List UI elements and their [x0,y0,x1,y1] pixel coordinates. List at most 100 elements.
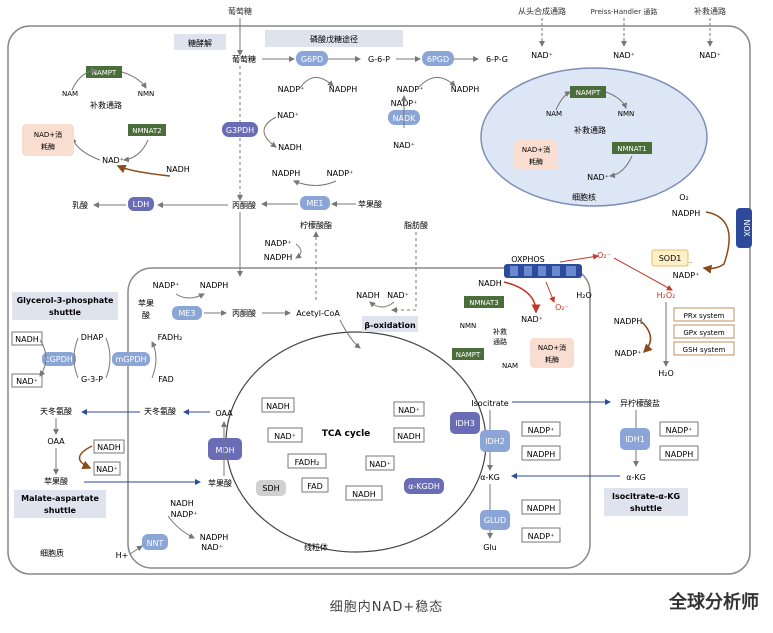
isocitrate-cyto: 异柠檬酸盐 [620,398,660,408]
g3pdh-label: G3PDH [226,126,254,135]
g6pd-label: G6PD [301,55,323,64]
nad-top-2: NAD⁺ [613,51,635,60]
gsh-box [673,341,735,356]
citrate-label: 柠檬酸酯 [300,220,332,230]
mgpdh-label: mGPDH [116,355,147,364]
salvage-top-label: 补救通路 [694,6,726,16]
mdh-nad-box [267,427,303,443]
me3-label: ME3 [178,309,195,318]
sod1-box [651,249,689,267]
icaka-shuttle-2: shuttle [630,504,663,513]
nmnat1-enzyme [612,142,652,154]
nnt-enzyme [142,534,168,550]
g3p-shuttle-box [12,292,118,320]
gsh-label: GSH system [683,346,726,354]
nad-consuming-nucleus-1: NAD+消 [522,145,550,154]
preiss-label: Preiss-Handler 通路 [591,7,658,16]
h-plus: H+ [116,551,129,560]
glucose-label: 葡萄糖 [232,54,256,64]
glycolysis-box [174,34,226,50]
nad-consuming-left-2: 耗酶 [41,142,55,151]
nnt-nadph: NADPH [200,533,228,542]
fadh3-text: FADH₂ [295,458,320,467]
akg-label: α-KG [480,473,500,482]
g3pdh-nadh: NADH [278,143,302,152]
mito-salvage-1: 补救 [493,327,507,336]
beta-ox-box [362,316,418,332]
nmnat2-enzyme [128,124,166,136]
mas-nad: NAD⁺ [96,465,118,474]
nmnat3-label: NMNAT3 [469,299,499,307]
sdh-label: SDH [262,484,279,493]
glu-label: Glu [483,543,497,552]
me1-label: ME1 [306,199,323,208]
akgdh-nadh: NADH [352,490,376,499]
glud-label: GLUD [484,516,506,525]
me3-malate-2: 酸 [142,310,150,320]
fad-box [301,477,329,493]
akgdh-nad-box [365,455,395,471]
bo-nad: NAD⁺ [387,291,409,300]
pyr-nadph: NADPH [264,253,292,262]
cgpdh-enzyme [42,352,76,366]
nox-enzyme [736,208,752,248]
glud-nadph: NADPH [527,504,555,513]
me1-enzyme [300,196,330,210]
idh3-nad-box [393,401,425,417]
nnt-nadh: NADH [170,499,194,508]
nnt-label: NNT [147,539,164,548]
fadh2-label: FADH₂ [158,333,183,342]
fad-mito: FAD [307,482,323,491]
me3-malate-1: 苹果 [138,298,154,308]
nad-top-3: NAD⁺ [699,51,721,60]
g3p-shuttle-2: shuttle [49,308,82,317]
akgdh-nad: NAD⁺ [369,460,391,469]
6pgd-label: 6PGD [427,55,449,64]
cgpdh-nad: NAD⁺ [16,377,38,386]
fadh3-box [287,453,327,469]
mito-nadh: NADH [478,279,502,288]
mas-aspartate-cyto: 天冬氨酸 [40,406,72,416]
nox-nadp: NADP⁺ [673,271,700,280]
me1-nadp: NADP⁺ [327,169,354,178]
ldh-nadh: NADH [166,165,190,174]
akgdh-label: α-KGDH [408,482,440,491]
fad-label: FAD [158,375,174,384]
akg-cyto: α-KG [626,473,646,482]
o2-minus-mid: O₂⁻ [597,251,611,260]
nmnat3-enzyme [464,296,504,308]
oxphos-label: OXPHOS [511,255,544,264]
nad-left: NAD⁺ [102,156,124,165]
nmnat2-label: NMNAT2 [132,127,162,135]
sod1-label: SOD1 [659,254,682,263]
mas-shuttle-2: shuttle [44,506,77,515]
ldh-enzyme [128,197,154,211]
idh3-enzyme [450,412,480,434]
me3-nadph: NADPH [200,281,228,290]
idh3-nad: NAD⁺ [398,406,420,415]
glud-nadp: NADP⁺ [528,532,555,541]
g3pdh-nad: NAD⁺ [277,111,299,120]
nad-top-1: NAD⁺ [531,51,553,60]
nad-consuming-nucleus-2: 耗酶 [529,157,543,166]
6pgd-nadph: NADPH [451,85,479,94]
me1-nadph: NADPH [272,169,300,178]
prx-label: PRx system [684,312,725,320]
mas-nadh: NADH [97,443,121,452]
mdh-label: MDH [215,446,234,455]
bo-nadh: NADH [356,291,380,300]
idh2-label: IDH2 [485,437,505,446]
ldh-label: LDH [133,200,150,209]
nad-nucleus: NAD⁺ [587,173,609,182]
glud-nadph-box [521,499,561,515]
g3p-shuttle-1: Glycerol-3-phosphate [17,296,114,305]
cgpdh-nad-box [11,373,43,388]
idh2-nadph-box [521,445,561,461]
idh1-nadp-box [659,421,699,437]
nad-consuming-left-1: NAD+消 [34,130,62,139]
cgpdh-nadh: NADH [15,335,39,344]
nam-nucleus: NAM [546,110,562,118]
idh1-nadph-box [659,445,699,461]
h2o2-label: H₂O₂ [657,291,676,300]
idh1-nadp: NADP⁺ [666,426,693,435]
